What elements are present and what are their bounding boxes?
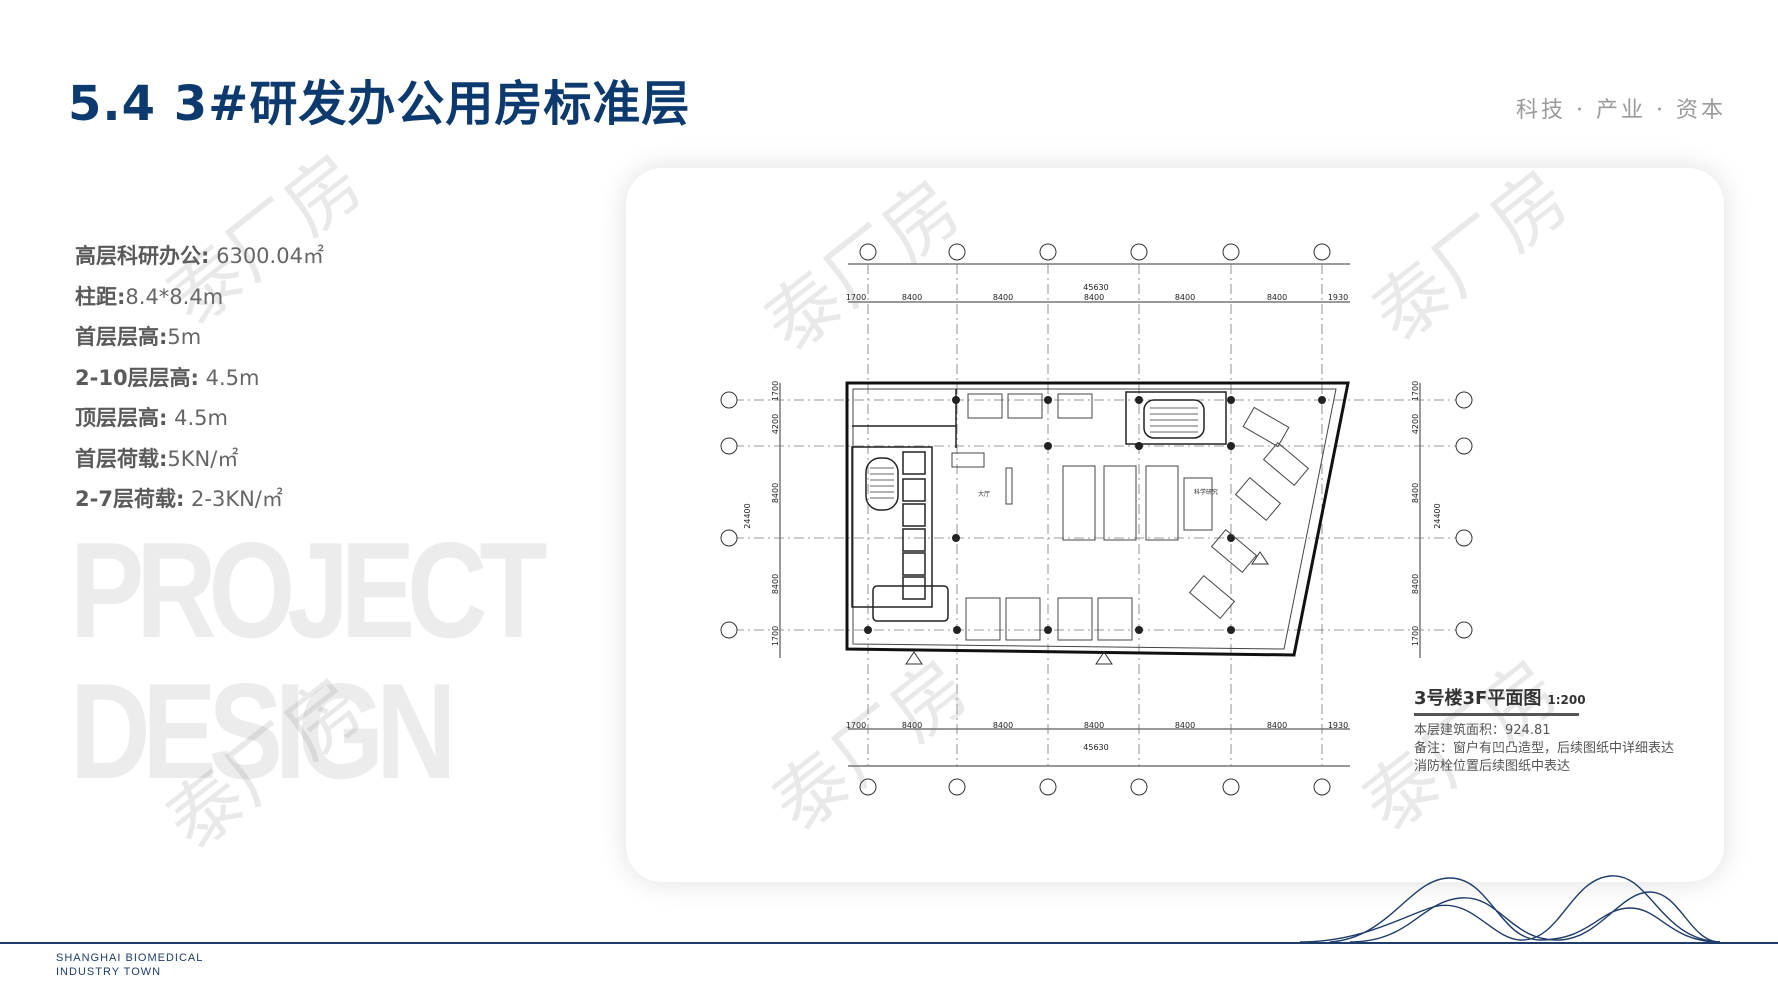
footer-divider: [0, 942, 1778, 944]
svg-text:8400: 8400: [1267, 721, 1287, 730]
page-title: 5.4 3#研发办公用房标准层: [68, 76, 691, 132]
spec-item: 首层层高:5m: [75, 325, 202, 349]
spec-item: 顶层层高: 4.5m: [75, 406, 228, 430]
svg-text:4200: 4200: [771, 414, 780, 434]
svg-text:4200: 4200: [1411, 414, 1420, 434]
svg-text:1930: 1930: [1328, 293, 1348, 302]
svg-text:24400: 24400: [1433, 503, 1442, 528]
svg-text:8400: 8400: [1411, 574, 1420, 594]
spec-item: 高层科研办公: 6300.04㎡: [75, 244, 324, 268]
svg-text:8400: 8400: [1175, 293, 1195, 302]
plan-caption: 3号楼3F平面图 1:200 本层建筑面积：924.81 备注：窗户有凹凸造型，后…: [1414, 684, 1674, 776]
spec-item: 2-10层层高: 4.5m: [75, 365, 260, 390]
floor-plan-drawing: 45630 1700 8400 8400 8400 8400 8400 1930…: [720, 243, 1473, 796]
caption-underline: [1414, 713, 1579, 716]
svg-text:8400: 8400: [1267, 293, 1287, 302]
svg-text:8400: 8400: [771, 483, 780, 503]
svg-text:8400: 8400: [902, 721, 922, 730]
plan-title: 3号楼3F平面图: [1414, 688, 1542, 709]
svg-text:1700: 1700: [771, 626, 780, 646]
plan-hydrant-note: 消防栓位置后续图纸中表达: [1414, 759, 1571, 774]
svg-text:8400: 8400: [1175, 721, 1195, 730]
footer-brand: SHANGHAI BIOMEDICAL INDUSTRY TOWN: [56, 952, 204, 978]
svg-text:8400: 8400: [993, 293, 1013, 302]
svg-text:1700: 1700: [846, 721, 866, 730]
svg-text:8400: 8400: [1084, 293, 1104, 302]
svg-text:科学研究: 科学研究: [1194, 488, 1218, 496]
background-word-design: DESIGN: [70, 655, 457, 807]
plan-scale: 1:200: [1547, 693, 1586, 707]
spec-item: 2-7层荷载: 2-3KN/㎡: [75, 487, 283, 511]
plan-area-note: 本层建筑面积：924.81: [1414, 723, 1551, 738]
svg-text:8400: 8400: [1084, 721, 1104, 730]
plan-remark-note: 备注：窗户有凹凸造型，后续图纸中详细表达: [1414, 741, 1675, 756]
svg-text:8400: 8400: [1411, 483, 1420, 503]
spec-list: 高层科研办公: 6300.04㎡ 柱距:8.4*8.4m 首层层高:5m 2-1…: [75, 236, 324, 520]
floor-plan-card: 45630 1700 8400 8400 8400 8400 8400 1930…: [626, 168, 1724, 882]
dim-total-top: 45630: [1083, 283, 1108, 292]
wave-decoration: [1300, 875, 1720, 943]
svg-text:8400: 8400: [771, 574, 780, 594]
svg-text:1700: 1700: [771, 381, 780, 401]
svg-text:24400: 24400: [743, 503, 752, 528]
svg-text:1700: 1700: [1411, 381, 1420, 401]
spec-item: 首层荷载:5KN/㎡: [75, 446, 239, 471]
svg-text:1930: 1930: [1328, 721, 1348, 730]
svg-text:大厅: 大厅: [978, 490, 990, 498]
background-word-project: PROJECT: [70, 514, 548, 666]
svg-text:8400: 8400: [902, 293, 922, 302]
dim-total-bottom: 45630: [1083, 743, 1108, 752]
svg-text:8400: 8400: [993, 721, 1013, 730]
svg-text:1700: 1700: [1411, 626, 1420, 646]
tagline: 科技 · 产业 · 资本: [1516, 98, 1726, 123]
svg-text:1700: 1700: [846, 293, 866, 302]
spec-item: 柱距:8.4*8.4m: [75, 284, 224, 309]
